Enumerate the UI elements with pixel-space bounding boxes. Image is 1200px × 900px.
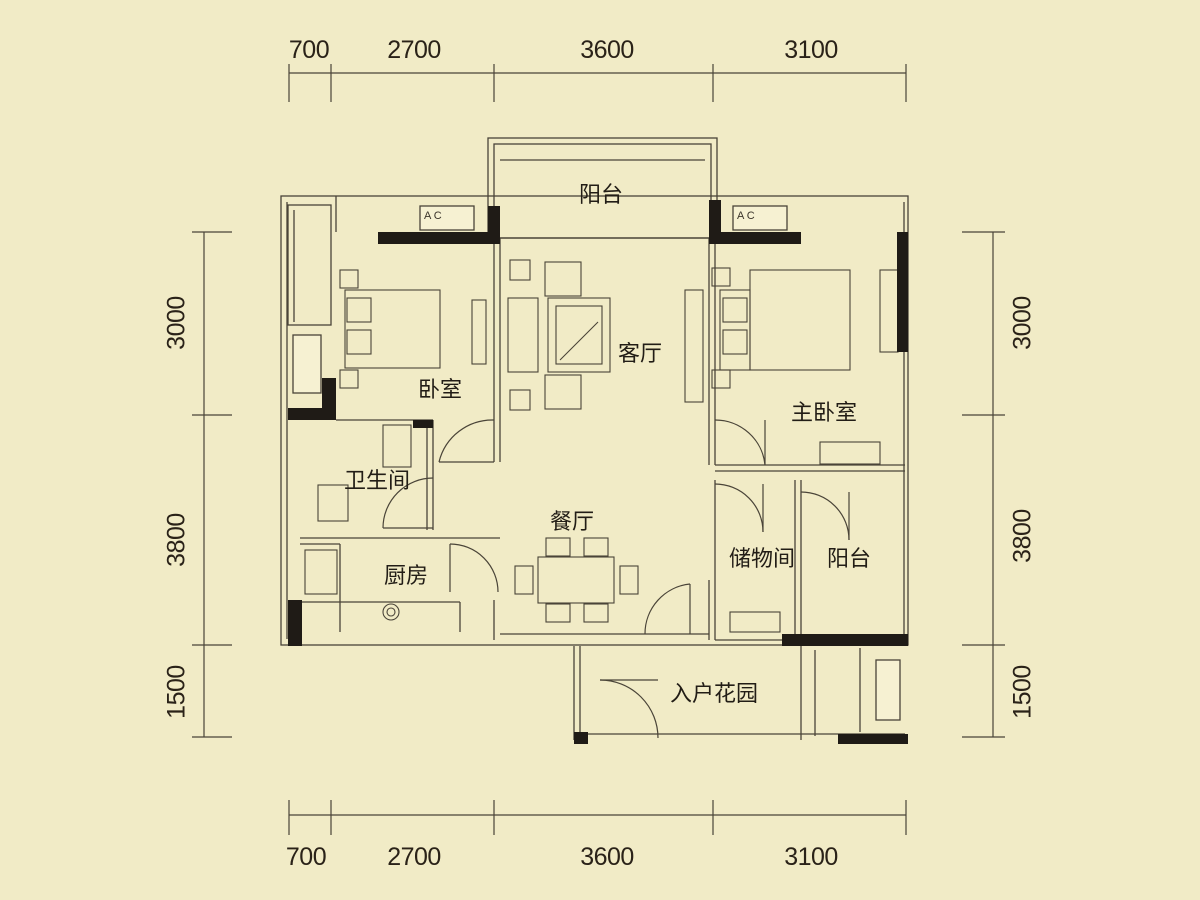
room-label-storage-room: 储物间 [728, 547, 796, 572]
dim-right-2: 3800 [1008, 509, 1037, 563]
room-label-living-room: 客厅 [617, 342, 663, 367]
dim-left-1: 3000 [162, 296, 191, 350]
structural-walls [288, 200, 908, 744]
room-label-kitchen: 厨房 [383, 564, 429, 589]
room-label-entry-garden: 入户花园 [669, 682, 759, 707]
dim-bottom-2: 2700 [387, 843, 441, 871]
dim-right-1: 3000 [1008, 296, 1037, 350]
dim-bottom-3: 3600 [580, 843, 634, 871]
room-label-master-bedroom: 主卧室 [790, 401, 858, 426]
dim-bottom-1: 700 [285, 843, 327, 871]
dim-bottom-4: 3100 [784, 843, 838, 871]
dim-right-3: 1500 [1008, 665, 1037, 719]
room-label-bedroom: 卧室 [417, 378, 463, 403]
furniture [304, 259, 899, 633]
door-swings [382, 419, 850, 739]
dim-left-2: 3800 [162, 513, 191, 567]
room-label-balcony-top: 阳台 [578, 183, 624, 208]
dim-top-4: 3100 [784, 36, 838, 64]
dim-top-3: 3600 [580, 36, 634, 64]
room-label-bathroom: 卫生间 [343, 469, 411, 494]
ac-unit-label-master: A C [737, 210, 755, 222]
room-label-dining-room: 餐厅 [549, 510, 595, 535]
dim-top-1: 700 [288, 36, 330, 64]
dim-top-2: 2700 [387, 36, 441, 64]
room-label-balcony-right: 阳台 [826, 547, 872, 572]
dimension-lines [192, 64, 1005, 835]
dim-left-3: 1500 [162, 665, 191, 719]
ac-unit-label-bedroom: A C [424, 210, 442, 222]
interior-walls [280, 137, 909, 740]
